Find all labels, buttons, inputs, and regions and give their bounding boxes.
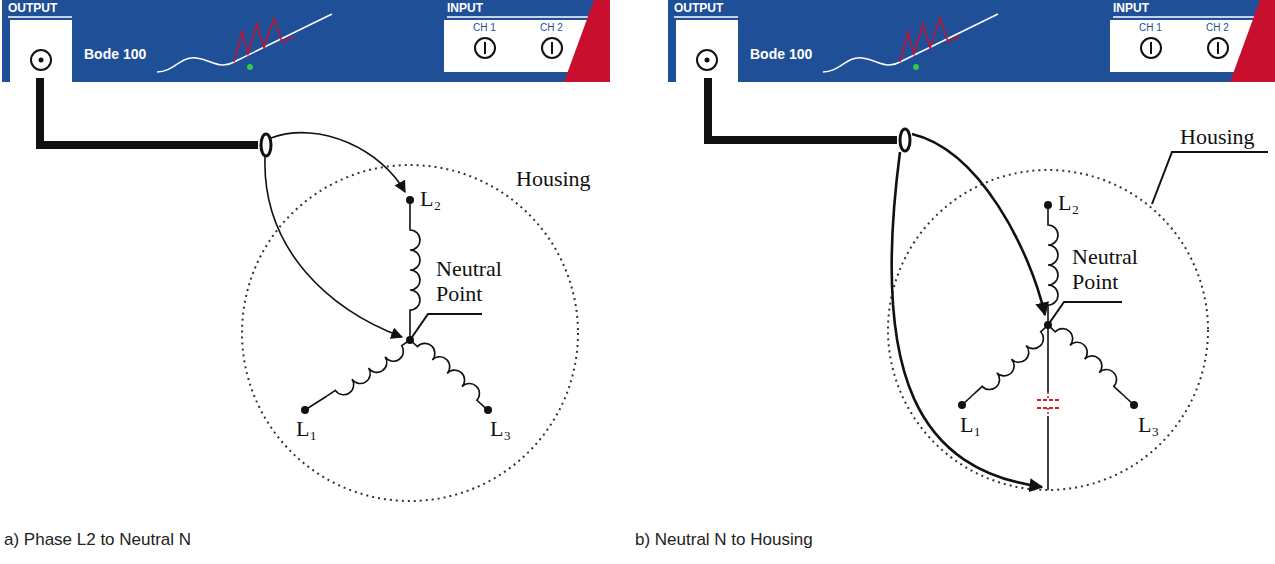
terminal-dot — [484, 406, 492, 414]
housing-outline — [242, 165, 578, 501]
port-label: OUTPUT — [8, 1, 57, 15]
terminal-label: L₃ — [1138, 412, 1159, 437]
neutral-label: Neutral Point — [436, 256, 514, 307]
probe-arrow — [912, 134, 1045, 315]
winding-coil — [410, 333, 491, 407]
neutral-label: Neutral Point — [1072, 244, 1150, 295]
terminal-dot — [406, 196, 414, 204]
channel-label: CH 1 — [473, 22, 496, 33]
terminal-label: L₁ — [296, 416, 317, 441]
leader-line — [1048, 302, 1122, 325]
channel-label: CH 1 — [1139, 22, 1162, 33]
port-label: OUTPUT — [674, 1, 723, 15]
terminal-label: L₃ — [490, 416, 511, 441]
analyzer-panel — [2, 0, 610, 82]
housing-label: Housing — [1180, 124, 1255, 149]
panel-caption: b) Neutral N to Housing — [635, 530, 813, 550]
capacitor-symbol — [1047, 392, 1049, 400]
cable-clamp — [261, 134, 271, 156]
neutral-lead — [1047, 416, 1049, 490]
terminal-dot — [301, 406, 309, 414]
port-label: INPUT — [447, 1, 483, 15]
neutral-lead — [1047, 325, 1049, 392]
terminal-dot — [1130, 401, 1138, 409]
coax-cable — [40, 78, 258, 145]
capacitor-symbol — [1047, 408, 1049, 416]
coax-cable — [708, 78, 897, 140]
terminal-dot — [1044, 201, 1052, 209]
cable-clamp — [900, 129, 910, 151]
terminal-dot — [958, 401, 966, 409]
device-name: Bode 100 — [84, 46, 146, 62]
port-label: INPUT — [1113, 1, 1149, 15]
analyzer-device: OUTPUT Bode 100 INPUT CH 1 CH 2 — [668, 0, 1275, 82]
winding-coil — [975, 325, 1055, 401]
channel-label: CH 2 — [540, 22, 563, 33]
terminal-label: L₂ — [1058, 190, 1079, 215]
winding-coil — [1048, 215, 1058, 315]
winding-coil — [1048, 318, 1128, 394]
leader-line — [410, 314, 482, 340]
terminal-label: L₁ — [960, 412, 981, 437]
channel-label: CH 2 — [1206, 22, 1229, 33]
housing-label: Housing — [516, 166, 591, 191]
leader-line — [1152, 152, 1268, 204]
device-name: Bode 100 — [750, 46, 812, 62]
probe-arrow — [271, 133, 405, 192]
winding-coil — [410, 220, 420, 320]
winding-coil — [327, 340, 415, 404]
analyzer-panel — [668, 0, 1275, 82]
panel-caption: a) Phase L2 to Neutral N — [4, 530, 191, 550]
probe-arrow — [265, 157, 402, 337]
capacitor-symbol — [1037, 399, 1059, 401]
analyzer-device: OUTPUT Bode 100 INPUT CH 1 CH 2 — [2, 0, 610, 82]
terminal-label: L₂ — [420, 186, 441, 211]
probe-arrow — [892, 152, 1042, 487]
housing-outline — [888, 170, 1208, 490]
